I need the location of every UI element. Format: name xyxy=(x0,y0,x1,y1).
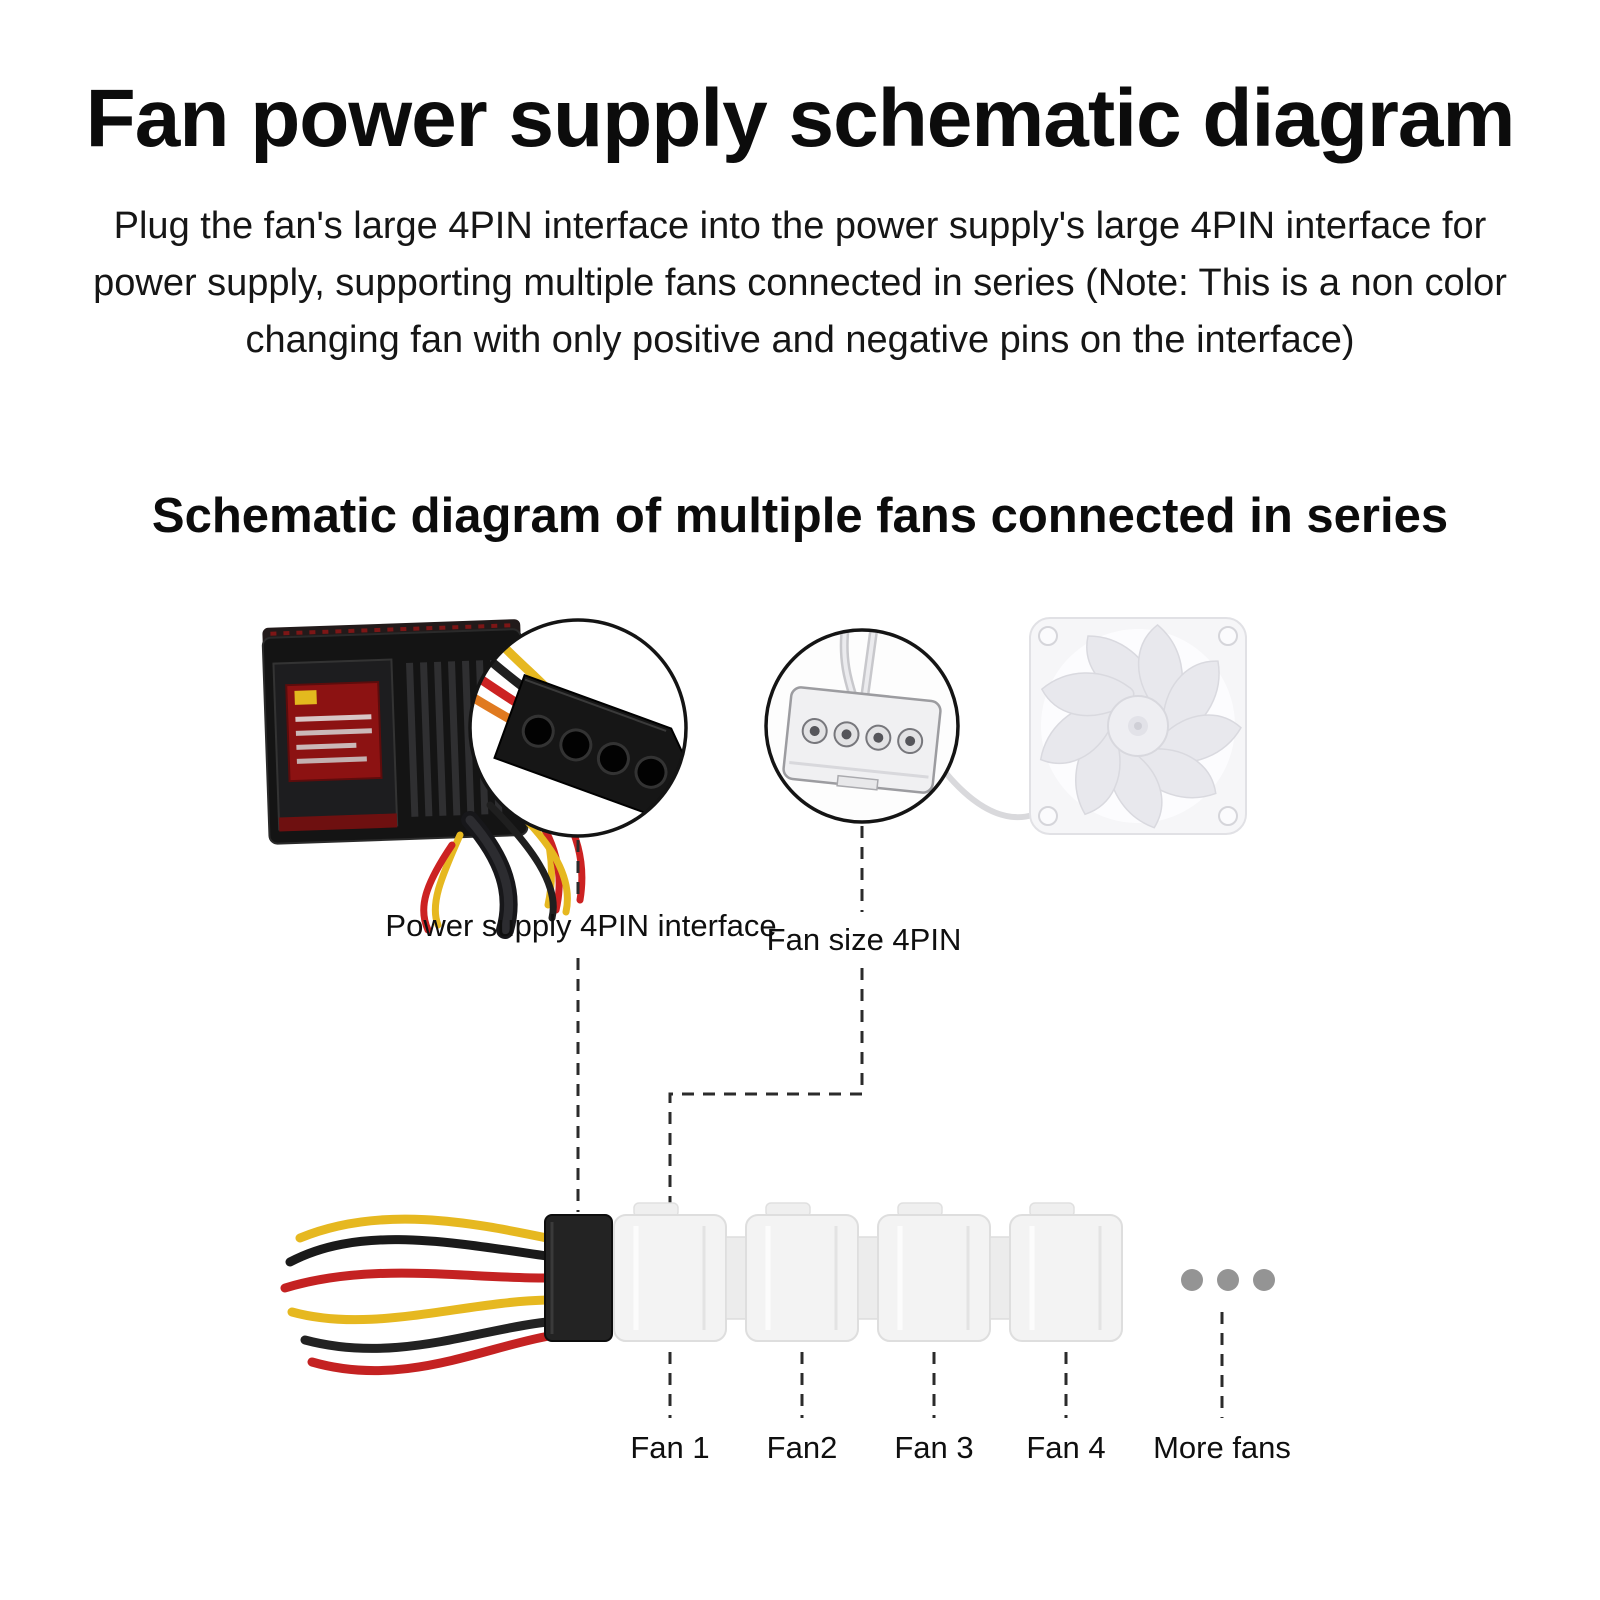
more-fans-dots xyxy=(1181,1269,1275,1291)
leader-lines-bottom xyxy=(668,1312,1224,1418)
label-fan-3: Fan 3 xyxy=(894,1430,974,1465)
molex-black-body xyxy=(493,673,686,823)
fan-4pin-callout xyxy=(764,628,960,824)
molex-4pin-white-illustration xyxy=(782,630,942,794)
dashed-leader-fan-long xyxy=(668,968,864,1212)
fan-connector-1 xyxy=(613,1202,747,1342)
label-fan-1: Fan 1 xyxy=(630,1430,710,1465)
chain-wire-bundle xyxy=(280,1214,554,1376)
molex-white-body xyxy=(782,686,942,794)
molex-4pin-black-illustration xyxy=(470,643,686,823)
fan-illustration xyxy=(1029,617,1247,835)
label-fan-4: Fan 4 xyxy=(1026,1430,1106,1465)
fan-connector-4 xyxy=(1009,1202,1123,1342)
psu-4pin-callout xyxy=(468,618,688,838)
label-fan-size-4pin: Fan size 4PIN xyxy=(766,922,962,957)
psu-illustration xyxy=(261,619,529,845)
label-fan-2: Fan2 xyxy=(766,1430,838,1465)
magnifier-ring-psu xyxy=(468,618,688,838)
magnifier-ring-fan xyxy=(764,628,960,824)
page-title: Fan power supply schematic diagram xyxy=(85,73,1516,164)
molex-white-pins xyxy=(801,718,924,755)
leader-lines-top xyxy=(576,826,864,1212)
chain-black-connector xyxy=(544,1214,613,1342)
label-psu-4pin-interface: Power supply 4PIN interface xyxy=(385,908,777,943)
chain-white-connectors xyxy=(613,1202,1123,1342)
fan-connector-2 xyxy=(745,1202,879,1342)
page-description: Plug the fan's large 4PIN interface into… xyxy=(93,205,1507,361)
fan-connector-3 xyxy=(877,1202,1011,1342)
section-subtitle: Schematic diagram of multiple fans conne… xyxy=(151,489,1449,543)
label-more-fans: More fans xyxy=(1153,1430,1291,1465)
